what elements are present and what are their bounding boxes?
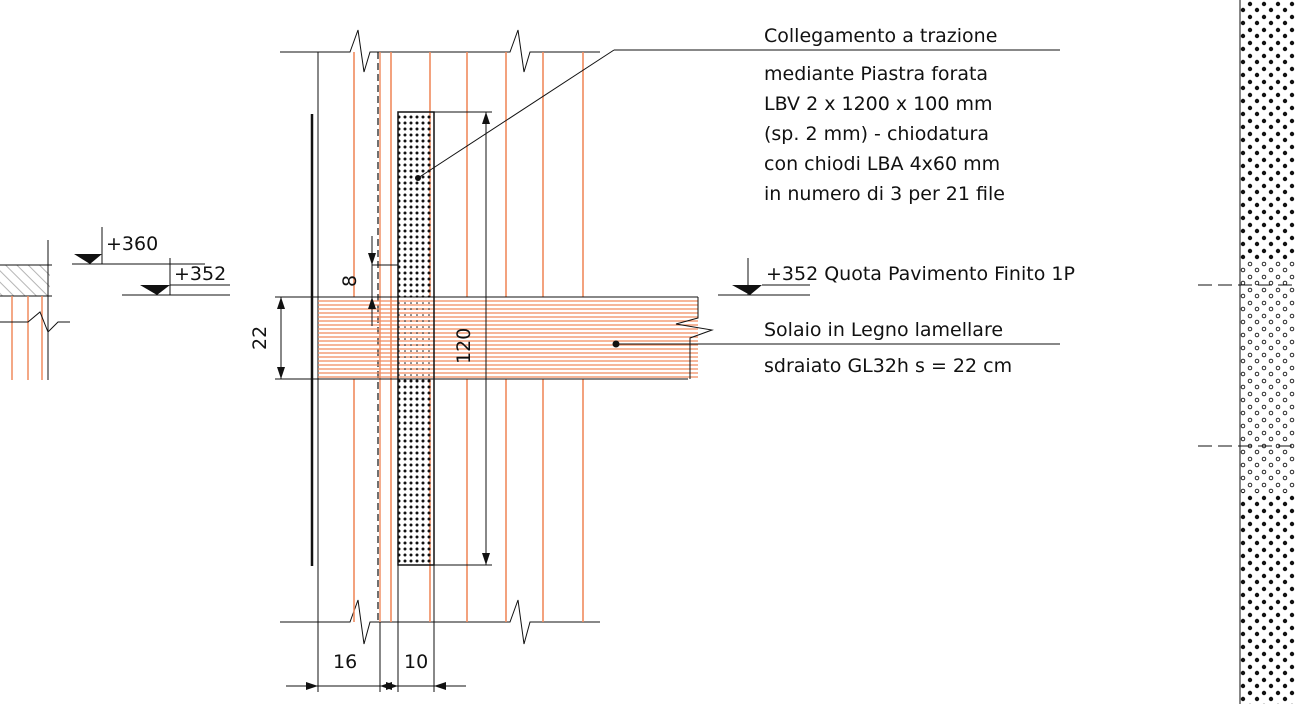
level-marker-left-lower: +352 <box>122 258 230 296</box>
dim-plate-length: 120 <box>434 111 492 566</box>
left-break-mark <box>0 311 70 333</box>
level-label-left-upper: +360 <box>106 233 158 255</box>
dim-label-wall-offset: 16 <box>333 651 357 673</box>
right-insulation-strip <box>1198 0 1295 704</box>
wall-bottom-break <box>280 599 600 645</box>
level-marker-right: +352 Quota Pavimento Finito 1P <box>718 258 1075 296</box>
floor-annotation-line: Solaio in Legno lamellare <box>764 319 1003 341</box>
plate-annotation-line: (sp. 2 mm) - chiodatura <box>764 123 989 145</box>
wall-top-break <box>280 29 600 73</box>
dim-floor-thickness: 22 <box>249 296 318 380</box>
plate-annotation-line: mediante Piastra forata <box>764 63 988 85</box>
dim-bottom: 16 10 <box>286 565 466 692</box>
perforated-plate <box>397 111 435 566</box>
plate-annotation-line: Collegamento a trazione <box>764 25 997 47</box>
plate-annotation-line: in numero di 3 per 21 file <box>764 183 1005 205</box>
dim-label-plate-length: 120 <box>453 328 475 364</box>
plate-annotation-line: con chiodi LBA 4x60 mm <box>764 153 1000 175</box>
dim-label-gap: 8 <box>339 275 361 287</box>
floor-annotation-text: Solaio in Legno lamellare sdraiato GL32h… <box>764 319 1012 377</box>
left-partial-section <box>0 240 70 380</box>
dim-label-plate-width: 10 <box>404 651 428 673</box>
left-timber-lines <box>11 296 43 380</box>
dim-label-floor-thickness: 22 <box>249 326 271 350</box>
level-marker-left-upper: +360 <box>72 227 205 265</box>
dim-gap: 8 <box>339 236 398 326</box>
plate-annotation: Collegamento a trazione mediante Piastra… <box>415 25 1060 205</box>
left-hatched-slab <box>0 265 50 296</box>
floor-break-mark <box>675 297 714 379</box>
floor-annotation-line: sdraiato GL32h s = 22 cm <box>764 355 1012 377</box>
plate-annotation-text: Collegamento a trazione mediante Piastra… <box>764 25 1006 205</box>
plate-annotation-line: LBV 2 x 1200 x 100 mm <box>764 93 992 115</box>
floor-annotation: Solaio in Legno lamellare sdraiato GL32h… <box>612 319 1060 377</box>
level-label-left-lower: +352 <box>174 263 226 285</box>
level-label-right: +352 Quota Pavimento Finito 1P <box>766 263 1075 285</box>
floor-slab <box>318 296 714 380</box>
